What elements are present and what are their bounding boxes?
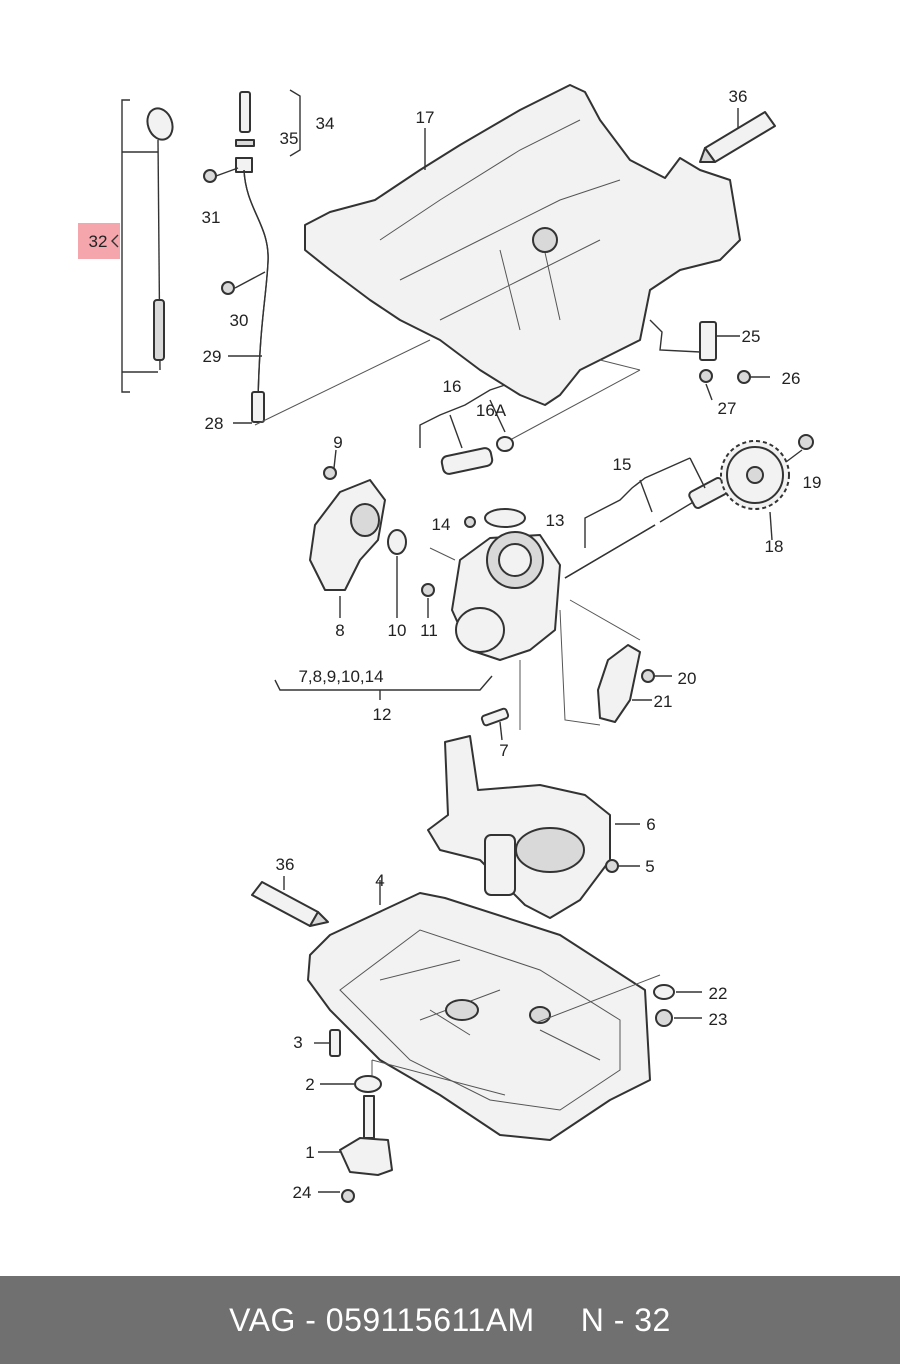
parts-diagram: 3 1 2 4 5 6 7 8 9 10 11 7,8,9,10,14 12 1… [78, 84, 822, 1203]
upper-oil-pan-group [254, 84, 741, 441]
ladder-frame-6 [427, 735, 611, 919]
label-7: 7 [499, 741, 508, 760]
part-number: VAG - 059115611AM [229, 1301, 535, 1338]
pin-14 [464, 516, 476, 528]
sealant-tube-top [699, 108, 776, 163]
bolt-30 [221, 281, 235, 295]
bolt-5 [605, 859, 619, 873]
label-19: 19 [803, 473, 822, 492]
label-8: 8 [335, 621, 344, 640]
label-1: 3 [293, 1033, 302, 1052]
label-20: 20 [678, 669, 697, 688]
label-16a: 16A [476, 401, 507, 420]
drive-group [564, 434, 814, 579]
bolt-20 [641, 669, 655, 683]
label-28: 28 [205, 414, 224, 433]
washer-35 [235, 139, 255, 147]
label-34: 34 [316, 114, 335, 133]
label-26: 26 [782, 369, 801, 388]
label-12: 12 [373, 705, 392, 724]
highlight-box-32 [78, 223, 120, 259]
oring-10 [387, 529, 407, 555]
footer-bar: VAG - 059115611AM N - 32 [0, 1276, 900, 1364]
level-sensor-group [318, 1075, 393, 1203]
label-17: 17 [416, 108, 435, 127]
lower-oil-pan [307, 892, 651, 1141]
label-36-top: 36 [729, 87, 748, 106]
pickup-port [532, 227, 558, 253]
ladder-group [427, 735, 640, 919]
label-21: 21 [654, 692, 673, 711]
sealant-tube-2 [251, 881, 319, 927]
dipstick-handle [146, 107, 174, 141]
label-27: 27 [718, 399, 737, 418]
label-32: 32 [89, 232, 108, 251]
oil-pump-group [274, 449, 641, 730]
bolt-19 [798, 434, 814, 450]
plug-23 [655, 1009, 673, 1027]
bolt-7 [480, 707, 510, 727]
drain-plug-group [653, 984, 702, 1027]
seal-2 [354, 1075, 382, 1093]
label-18: 18 [765, 537, 784, 556]
sensor-16 [440, 447, 494, 475]
label-2: 1 [305, 1143, 314, 1162]
sealant-tube [704, 111, 776, 163]
pipe-25-group [649, 319, 770, 401]
seal-22 [653, 984, 675, 1000]
label-15: 15 [613, 455, 632, 474]
bolt-31 [203, 169, 217, 183]
lower-oil-pan-group [307, 880, 661, 1141]
label-30: 30 [230, 311, 249, 330]
position-number: N - 32 [580, 1301, 671, 1338]
label-29: 29 [203, 347, 222, 366]
label-3: 2 [305, 1075, 314, 1094]
sensor-16-group [419, 384, 514, 475]
bolt-7-group [480, 707, 510, 741]
label-5: 5 [645, 857, 654, 876]
bolt-9 [323, 466, 337, 480]
bolt-3 [329, 1029, 341, 1057]
dipstick-group [121, 99, 174, 393]
label-14: 14 [432, 515, 451, 534]
upper-oil-pan [304, 84, 741, 406]
bolt-3-group [314, 1029, 341, 1057]
seal-28 [251, 391, 265, 423]
label-4: 4 [375, 871, 384, 890]
label-10: 10 [388, 621, 407, 640]
label-9: 9 [333, 433, 342, 452]
label-13: 13 [546, 511, 565, 530]
pickup-tube-8 [309, 479, 386, 591]
oring-13 [484, 508, 526, 528]
dipstick-rod [153, 299, 165, 361]
pipe-bracket [699, 321, 717, 361]
label-16: 16 [443, 377, 462, 396]
tube-bracket [235, 157, 253, 173]
washer-27 [699, 369, 713, 383]
bolt-34 [239, 91, 251, 133]
bolt-24 [341, 1189, 355, 1203]
oil-level-sensor [339, 1137, 393, 1176]
baffle-group [597, 644, 672, 723]
baffle-21 [597, 644, 641, 723]
label-23: 23 [709, 1010, 728, 1029]
label-22: 22 [709, 984, 728, 1003]
label-35: 35 [280, 129, 299, 148]
label-11: 11 [420, 621, 438, 640]
oring-16a [496, 436, 514, 452]
label-24: 24 [293, 1183, 312, 1202]
label-12-sub: 7,8,9,10,14 [298, 667, 383, 686]
label-6: 6 [646, 815, 655, 834]
label-31: 31 [202, 208, 221, 227]
sealant-tube-bottom [251, 876, 329, 927]
label-25: 25 [742, 327, 761, 346]
guide-tube-group [203, 89, 301, 424]
label-36-bottom: 36 [276, 855, 295, 874]
bolt-26 [737, 370, 751, 384]
bolt-11 [421, 583, 435, 597]
